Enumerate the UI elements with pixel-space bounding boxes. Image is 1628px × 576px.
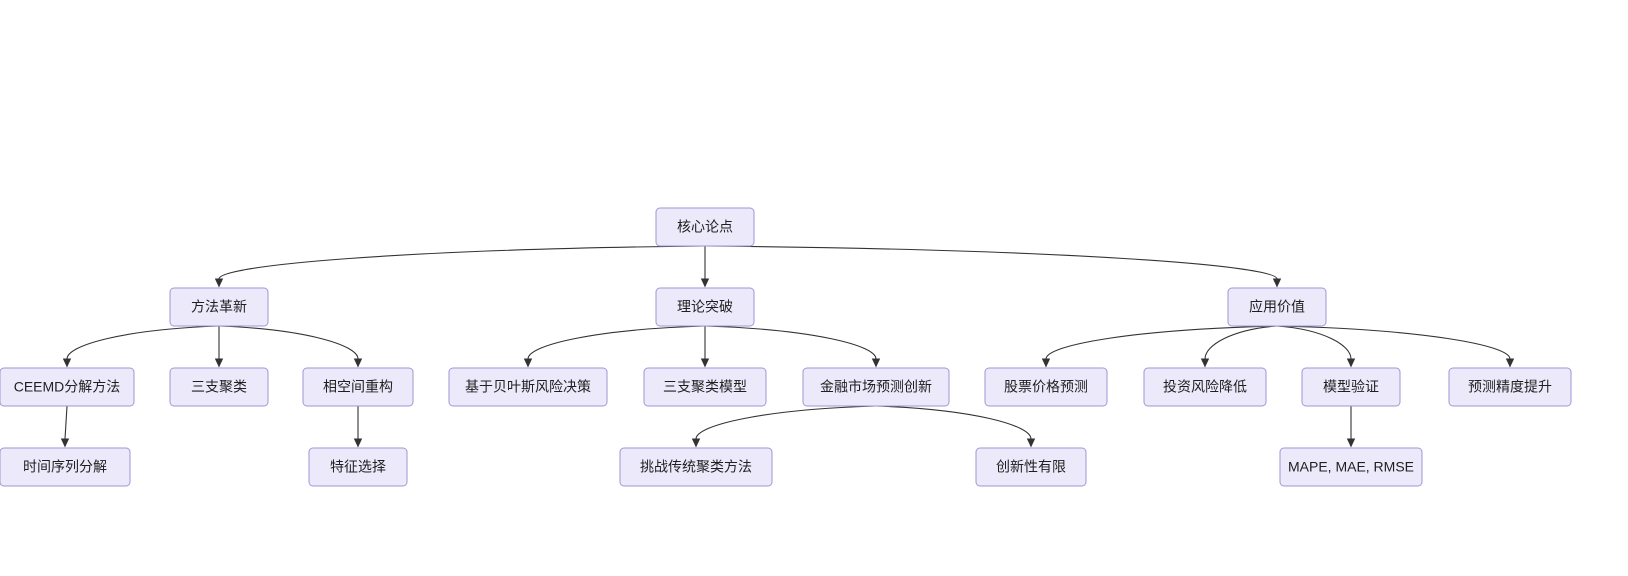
arrowhead-icon <box>214 358 224 368</box>
mindmap-node-root[interactable]: 核心论点 <box>655 207 755 247</box>
mindmap-node-l3c3[interactable]: MAPE, MAE, RMSE <box>1279 447 1423 487</box>
edge-l1c-to-l2c4 <box>1276 325 1511 360</box>
mindmap-node-l2c1[interactable]: 股票价格预测 <box>984 367 1108 407</box>
mindmap-node-l2a2[interactable]: 三支聚类 <box>169 367 269 407</box>
node-box[interactable] <box>802 367 950 407</box>
node-box[interactable] <box>302 367 414 407</box>
mindmap-node-l1c[interactable]: 应用价值 <box>1227 287 1327 327</box>
edge-l1c-to-l2c2 <box>1204 325 1278 360</box>
arrowhead-icon <box>1026 438 1036 448</box>
arrowhead-icon <box>1200 358 1210 368</box>
node-box[interactable] <box>984 367 1108 407</box>
mindmap-node-l2a3[interactable]: 相空间重构 <box>302 367 414 407</box>
node-box[interactable] <box>0 447 131 487</box>
node-box[interactable] <box>655 287 755 327</box>
edge-root-to-l1a <box>218 245 706 280</box>
edge-root-to-l1c <box>704 245 1278 280</box>
arrowhead-icon <box>1272 278 1282 288</box>
arrowhead-icon <box>353 438 363 448</box>
node-box[interactable] <box>1301 367 1401 407</box>
edge-l1a-to-l2a3 <box>218 325 359 360</box>
mindmap-node-l2b1[interactable]: 基于贝叶斯风险决策 <box>448 367 608 407</box>
mindmap-node-l3a1[interactable]: 时间序列分解 <box>0 447 131 487</box>
arrowhead-icon <box>1041 358 1051 368</box>
arrowhead-icon <box>871 358 881 368</box>
node-box[interactable] <box>169 367 269 407</box>
node-box[interactable] <box>1227 287 1327 327</box>
arrowhead-icon <box>1505 358 1515 368</box>
arrowhead-icon <box>1346 358 1356 368</box>
edge-l2b3-to-l3b3a <box>695 405 877 440</box>
arrowhead-icon <box>1346 438 1356 448</box>
mindmap-node-l2c4[interactable]: 预测精度提升 <box>1448 367 1572 407</box>
node-box[interactable] <box>448 367 608 407</box>
node-box[interactable] <box>619 447 773 487</box>
arrowhead-icon <box>62 358 72 368</box>
edge-l2a1-to-l3a1 <box>64 405 68 440</box>
node-box[interactable] <box>169 287 269 327</box>
arrowhead-icon <box>691 438 701 448</box>
edge-l1c-to-l2c3 <box>1276 325 1352 360</box>
mindmap-node-l3b3a[interactable]: 挑战传统聚类方法 <box>619 447 773 487</box>
edge-l1b-to-l2b3 <box>704 325 877 360</box>
mindmap-node-l1a[interactable]: 方法革新 <box>169 287 269 327</box>
mindmap-node-l1b[interactable]: 理论突破 <box>655 287 755 327</box>
node-box[interactable] <box>975 447 1087 487</box>
mindmap-node-l2c3[interactable]: 模型验证 <box>1301 367 1401 407</box>
arrowhead-icon <box>523 358 533 368</box>
node-box[interactable] <box>0 367 135 407</box>
edge-l1a-to-l2a1 <box>66 325 220 360</box>
mindmap-node-l2b2[interactable]: 三支聚类模型 <box>643 367 767 407</box>
node-box[interactable] <box>1279 447 1423 487</box>
node-box[interactable] <box>655 207 755 247</box>
node-box[interactable] <box>1448 367 1572 407</box>
node-box[interactable] <box>308 447 408 487</box>
arrowhead-icon <box>700 278 710 288</box>
edge-l1b-to-l2b1 <box>527 325 706 360</box>
arrowhead-icon <box>700 358 710 368</box>
mindmap-node-l3a3[interactable]: 特征选择 <box>308 447 408 487</box>
arrowhead-icon <box>353 358 363 368</box>
mindmap-node-l2c2[interactable]: 投资风险降低 <box>1143 367 1267 407</box>
arrowhead-icon <box>60 438 70 448</box>
mindmap-node-l2b3[interactable]: 金融市场预测创新 <box>802 367 950 407</box>
node-layer: 核心论点方法革新 理论突破 应用价值 CEEMD分解方法三支聚类相空间重构基于贝叶斯风… <box>0 207 1572 487</box>
edge-layer <box>60 245 1515 448</box>
mindmap-node-l2a1[interactable]: CEEMD分解方法 <box>0 367 135 407</box>
mindmap-node-l3b3b[interactable]: 创新性有限 <box>975 447 1087 487</box>
arrowhead-icon <box>214 278 224 288</box>
edge-l1c-to-l2c1 <box>1045 325 1278 360</box>
node-box[interactable] <box>1143 367 1267 407</box>
edge-l2b3-to-l3b3b <box>875 405 1032 440</box>
node-box[interactable] <box>643 367 767 407</box>
